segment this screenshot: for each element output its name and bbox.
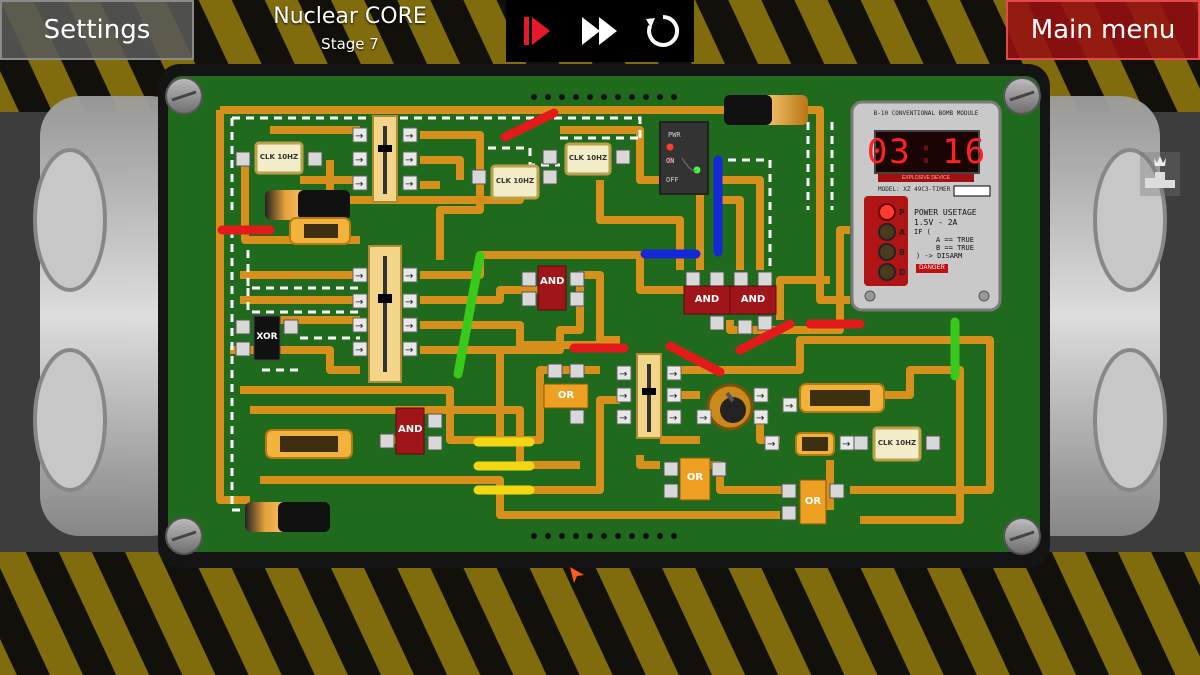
play-icon	[524, 17, 551, 45]
svg-text:→: →	[355, 345, 363, 356]
svg-text:→: →	[355, 179, 363, 190]
potentiometer[interactable]	[706, 383, 754, 431]
svg-text:→: →	[619, 391, 627, 402]
cursor-icon	[570, 567, 584, 583]
clock-chip-label: CLK 10HZ	[568, 154, 608, 162]
svg-text:→: →	[355, 131, 363, 142]
svg-text:→: →	[405, 271, 413, 282]
play-button[interactable]	[515, 9, 559, 53]
timer-subtitle: EXPLOSIVE DEVICE	[878, 174, 974, 182]
timer-panel: B-10 CONVENTIONAL BOMB MODULE 03 : 16 EX…	[852, 102, 1000, 310]
level-title: Nuclear CORE Stage 7	[248, 2, 452, 56]
connector-pad[interactable]	[235, 149, 941, 521]
xor-chip-label: XOR	[256, 332, 278, 342]
main-menu-button[interactable]: Main menu	[1006, 0, 1200, 60]
power-title: POWER USETAGE	[914, 208, 977, 217]
svg-text:→: →	[355, 297, 363, 308]
svg-text:→: →	[785, 401, 793, 412]
svg-text:→: →	[405, 131, 413, 142]
settings-button[interactable]: Settings	[0, 0, 194, 60]
svg-text:→: →	[669, 369, 677, 380]
level-stage: Stage 7	[321, 35, 379, 53]
svg-text:→: →	[405, 297, 413, 308]
button-label-b: B	[899, 248, 906, 257]
svg-text:→: →	[355, 271, 363, 282]
svg-text:→: →	[355, 155, 363, 166]
restart-icon	[645, 14, 679, 47]
clock-chip-label: CLK 10HZ	[877, 439, 917, 447]
fast-forward-icon	[581, 17, 617, 45]
svg-text:→: →	[756, 391, 764, 402]
or-gate-chip	[543, 383, 827, 525]
svg-text:→: →	[619, 369, 627, 380]
or-chip-label: OR	[557, 390, 575, 401]
svg-text:PWR: PWR	[668, 131, 681, 139]
danger-label: DANGER	[916, 264, 948, 273]
and-gate-chip	[395, 265, 777, 455]
timer-model: MODEL: XZ 49C3-TIMER	[878, 186, 951, 193]
timer-seconds: 16	[942, 132, 988, 172]
or-chip-label: OR	[804, 496, 822, 507]
and-chip-label: AND	[398, 424, 423, 435]
countdown-display: 03 : 16	[867, 130, 985, 174]
svg-text:→: →	[767, 439, 775, 450]
svg-text:→: →	[405, 345, 413, 356]
svg-text:→: →	[355, 321, 363, 332]
resistor	[265, 217, 885, 459]
wire[interactable]	[217, 108, 960, 495]
svg-text:→: →	[405, 321, 413, 332]
power-switch[interactable]	[659, 121, 709, 195]
condition-action: ) -> DISARM	[916, 252, 963, 260]
level-name: Nuclear CORE	[273, 4, 427, 29]
timer-separator: :	[915, 132, 939, 172]
svg-text:ON: ON	[666, 157, 674, 165]
and-chip-label: AND	[540, 276, 565, 287]
power-range: 1.5V - 2A	[914, 218, 958, 227]
clock-chip-label: CLK 10HZ	[495, 177, 535, 185]
timer-minutes: 03	[866, 132, 912, 172]
and-chip-label: AND	[740, 294, 766, 305]
condition-a: A == TRUE	[936, 236, 974, 244]
clock-chip-label: CLK 10HZ	[259, 153, 299, 161]
playback-controls	[506, 0, 694, 62]
svg-text:→: →	[619, 413, 627, 424]
condition-if: IF (	[914, 228, 931, 236]
or-chip-label: OR	[686, 472, 704, 483]
button-label-a: A	[899, 228, 906, 237]
pin-pad[interactable]	[352, 127, 855, 451]
svg-text:→: →	[842, 439, 850, 450]
module-title: B-10 CONVENTIONAL BOMB MODULE	[873, 110, 979, 117]
svg-text:→: →	[669, 413, 677, 424]
capacitor	[245, 95, 808, 532]
button-label-d: D	[899, 268, 906, 277]
restart-button[interactable]	[641, 9, 685, 53]
xor-gate-chip	[253, 315, 281, 361]
and-chip-label: AND	[694, 294, 720, 305]
svg-text:OFF: OFF	[666, 176, 679, 184]
fast-forward-button[interactable]	[578, 9, 622, 53]
leaderboard-icon[interactable]	[1140, 152, 1180, 196]
button-label-p: P	[899, 208, 905, 217]
svg-text:→: →	[405, 155, 413, 166]
condition-b: B == TRUE	[936, 244, 974, 252]
svg-text:→: →	[669, 391, 677, 402]
svg-text:→: →	[699, 413, 707, 424]
svg-text:→: →	[756, 413, 764, 424]
clock-chip	[254, 141, 922, 462]
svg-text:→: →	[405, 179, 413, 190]
